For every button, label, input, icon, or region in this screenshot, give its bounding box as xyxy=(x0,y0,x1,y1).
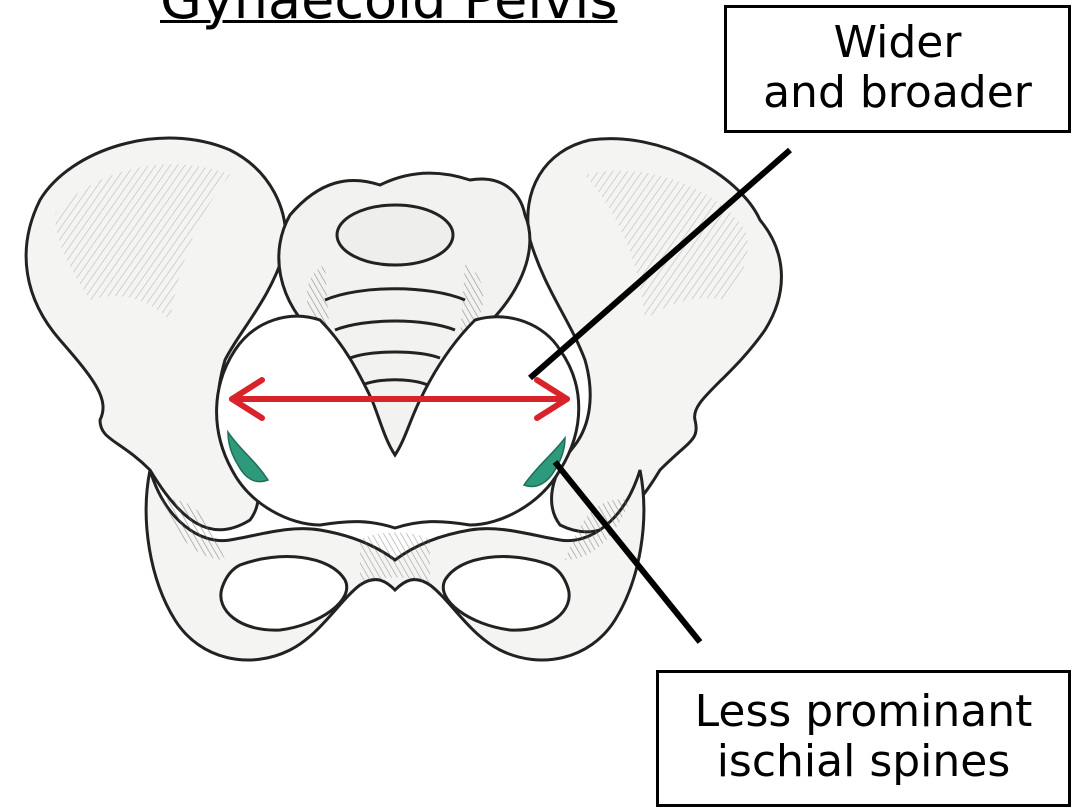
spines-label-line2: ischial spines xyxy=(659,737,1068,787)
spines-label-line1: Less prominant xyxy=(659,687,1068,737)
ischial-spines-label: Less prominant ischial spines xyxy=(656,670,1071,807)
wider-broader-label: Wider and broader xyxy=(724,5,1071,133)
wider-label-line1: Wider xyxy=(727,18,1068,68)
diagram-title: Gynaecoid Pelvis xyxy=(160,0,617,30)
wider-label-line2: and broader xyxy=(727,68,1068,118)
